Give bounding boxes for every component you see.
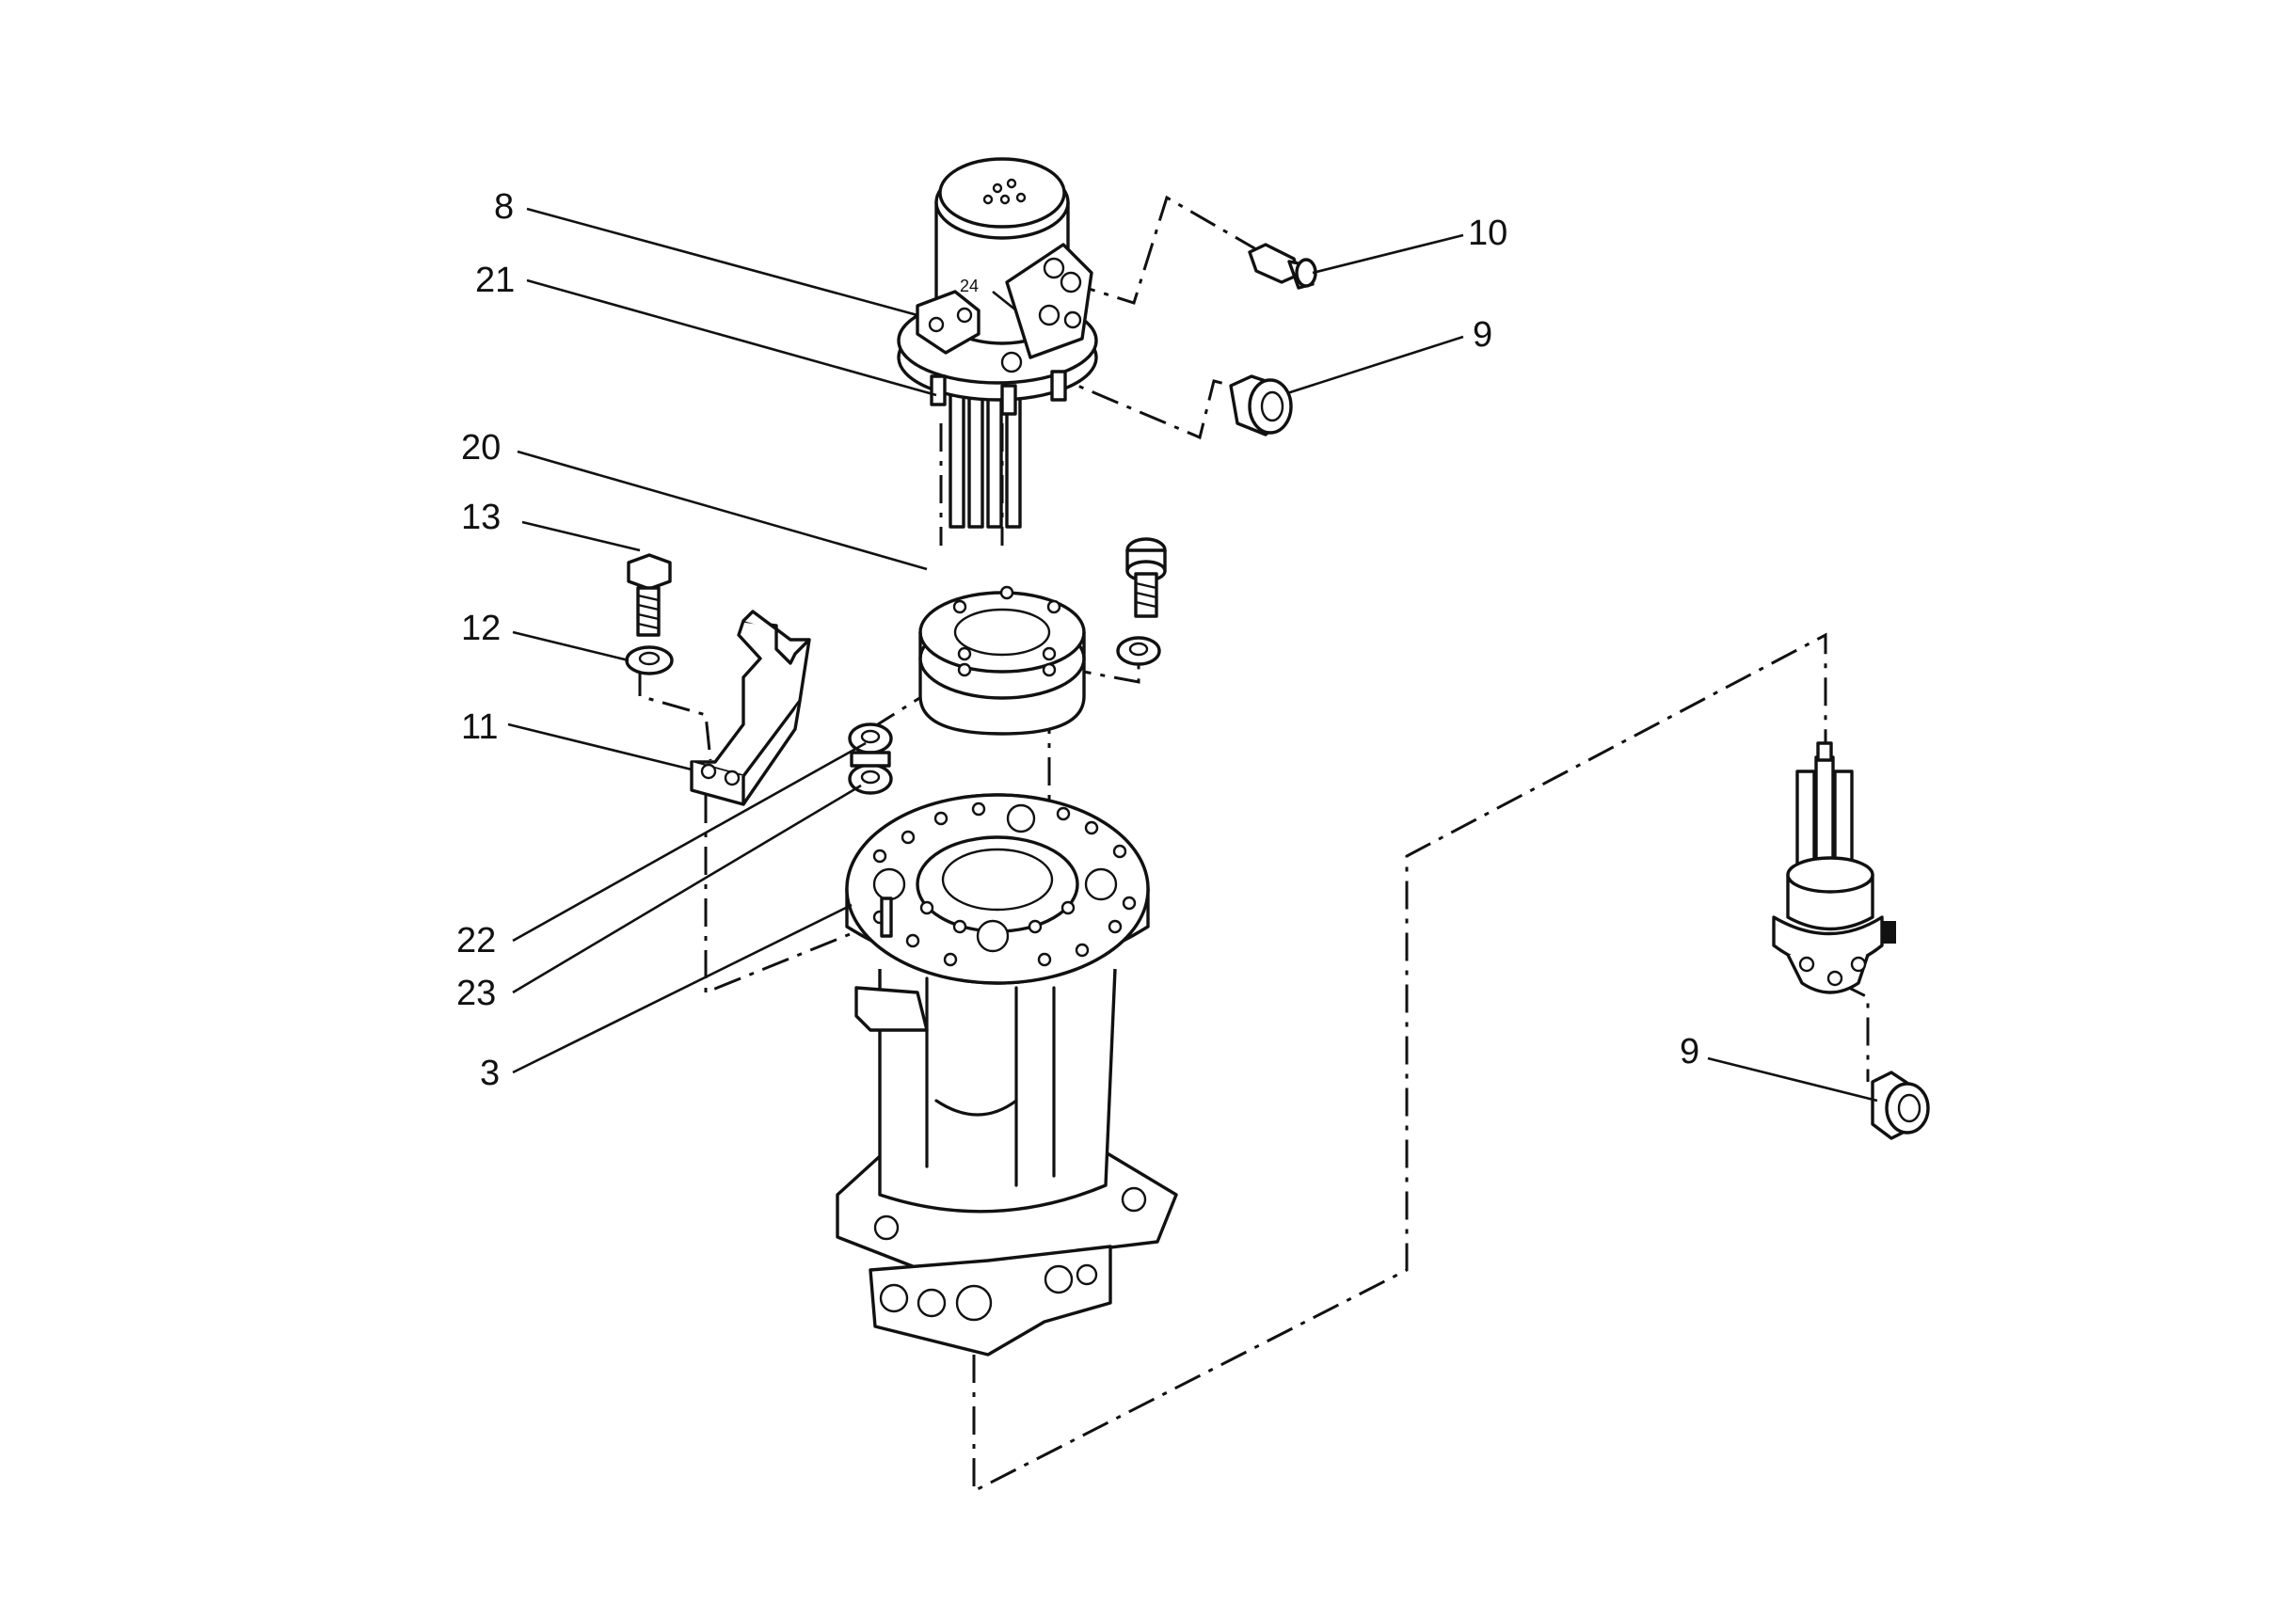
bolt-right [1125, 537, 1167, 618]
inner-label-24: 24 [960, 277, 979, 295]
callout-labels: 8 21 20 13 12 11 22 23 3 10 9 9 [456, 187, 1699, 1093]
washer-part-12 [625, 645, 674, 675]
washer-part-23 [848, 751, 893, 795]
washer-right [1116, 636, 1161, 666]
callout-20: 20 [461, 428, 501, 468]
flange-part-20 [918, 585, 1086, 736]
fitting-part-10 [1248, 243, 1317, 290]
callout-3: 3 [480, 1054, 500, 1093]
bolt-part-13 [627, 553, 672, 637]
stem-1 [949, 393, 965, 529]
callout-23: 23 [456, 974, 496, 1013]
callout-13: 13 [461, 498, 501, 537]
stem-2 [967, 393, 984, 529]
callout-10: 10 [1468, 214, 1507, 253]
callout-9-top: 9 [1473, 315, 1492, 355]
plug-part-9-right [1871, 1071, 1930, 1140]
callout-9-right: 9 [1680, 1032, 1699, 1071]
main-housing-part-3 [836, 793, 1178, 1357]
leader-lines [507, 207, 1878, 1103]
assembly-centerlines [638, 195, 1870, 1494]
callout-12: 12 [461, 609, 501, 648]
callout-8: 8 [494, 187, 514, 227]
right-sensor-assembly [1772, 741, 1896, 994]
plug-part-9-top [1229, 374, 1293, 436]
callout-21: 21 [475, 261, 515, 300]
bracket-part-11 [690, 610, 811, 806]
callout-22: 22 [456, 921, 496, 960]
stem-3 [986, 393, 1003, 529]
callout-11: 11 [461, 707, 498, 747]
top-valve-assembly: 24 [897, 157, 1098, 529]
